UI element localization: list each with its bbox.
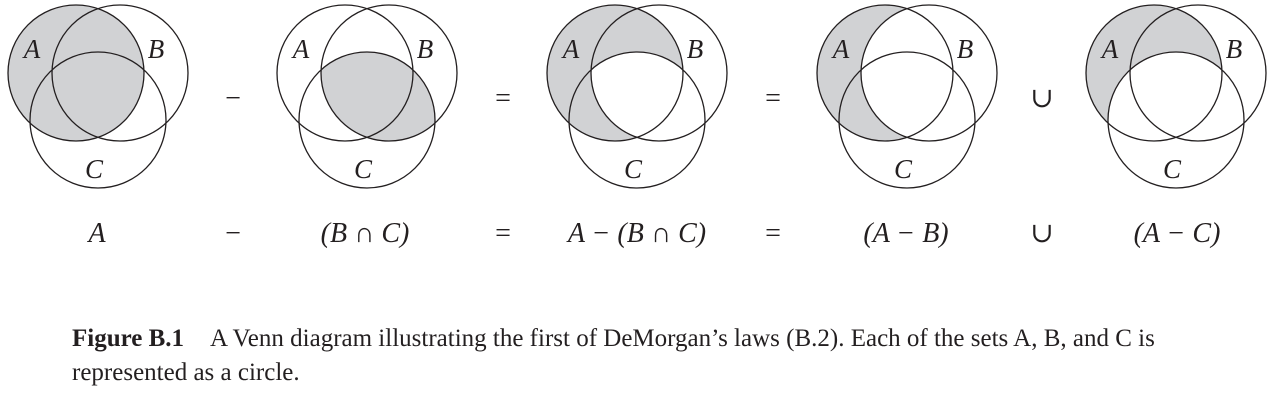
circle-a bbox=[7, 4, 145, 142]
shaded-region bbox=[817, 5, 953, 141]
set-label-b: B bbox=[687, 34, 704, 64]
set-label-c: C bbox=[1163, 154, 1182, 184]
set-label-b: B bbox=[417, 34, 434, 64]
circle-b bbox=[1129, 4, 1267, 142]
expression-a: A bbox=[86, 218, 106, 249]
set-expression: A − (B ∩ C) = A − (B ∩ C) = (A − B) ∪ (A… bbox=[86, 218, 1220, 249]
set-label-a: A bbox=[561, 34, 580, 64]
expression-b-intersect-c: (B ∩ C) bbox=[321, 218, 410, 249]
expression-a-minus-b-intersect-c: A − (B ∩ C) bbox=[566, 218, 706, 249]
set-label-a: A bbox=[1100, 34, 1119, 64]
venn-panel: A B C bbox=[7, 4, 189, 189]
circle-a bbox=[546, 4, 684, 142]
circle-c bbox=[568, 51, 706, 189]
venn-panel: A B C bbox=[816, 4, 998, 189]
circle-c bbox=[1107, 51, 1245, 189]
set-label-b: B bbox=[957, 34, 974, 64]
set-label-c: C bbox=[624, 154, 643, 184]
venn-panel: A B C bbox=[1085, 4, 1267, 189]
circle-b bbox=[590, 4, 728, 142]
shaded-region bbox=[547, 5, 683, 141]
shaded-region bbox=[321, 52, 435, 141]
operator-equals: = bbox=[765, 83, 781, 114]
circle-b bbox=[51, 4, 189, 142]
set-label-a: A bbox=[291, 34, 310, 64]
set-label-c: C bbox=[354, 154, 373, 184]
caption-label: Figure B.1 bbox=[72, 325, 185, 352]
circle-c bbox=[838, 51, 976, 189]
circle-a bbox=[816, 4, 954, 142]
operator-equals: = bbox=[495, 83, 511, 114]
set-label-a: A bbox=[831, 34, 850, 64]
circle-c bbox=[298, 51, 436, 189]
shaded-region bbox=[1086, 5, 1222, 141]
set-label-c: C bbox=[894, 154, 913, 184]
expression-minus: − bbox=[225, 218, 241, 249]
shaded-region bbox=[8, 5, 144, 141]
expression-equals: = bbox=[765, 218, 781, 249]
venn-panel: A B C bbox=[546, 4, 728, 189]
operator-minus: − bbox=[225, 83, 241, 114]
expression-a-minus-b: (A − B) bbox=[863, 218, 948, 249]
circle-a bbox=[1085, 4, 1223, 142]
set-label-b: B bbox=[148, 34, 165, 64]
set-label-a: A bbox=[22, 34, 41, 64]
circle-b bbox=[860, 4, 998, 142]
expression-equals: = bbox=[495, 218, 511, 249]
expression-a-minus-c: (A − C) bbox=[1134, 218, 1221, 249]
set-label-b: B bbox=[1226, 34, 1243, 64]
operator-union: ∪ bbox=[1030, 83, 1053, 114]
venn-diagram: A B C A B C A B C A B C A B C − = = ∪ A − (B ∩ C) = A … bbox=[7, 4, 1267, 249]
caption-text: A Venn diagram illustrating the first of… bbox=[72, 325, 1155, 386]
set-label-c: C bbox=[85, 154, 104, 184]
venn-panel: A B C bbox=[276, 4, 458, 189]
circle-b bbox=[320, 4, 458, 142]
circle-c bbox=[29, 51, 167, 189]
circle-a bbox=[276, 4, 414, 142]
expression-union: ∪ bbox=[1030, 218, 1053, 249]
